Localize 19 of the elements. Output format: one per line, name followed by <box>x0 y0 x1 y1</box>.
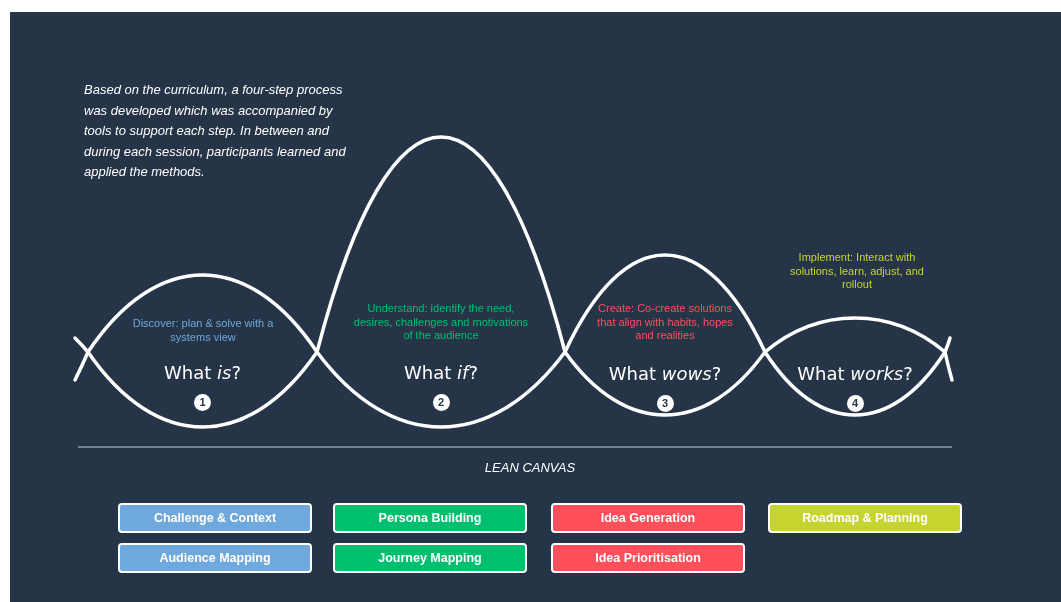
wave-lobe <box>88 275 317 427</box>
step-description: Understand: identify the need, desires, challenges and motivations of the audience <box>352 302 530 343</box>
tool-tag: Audience Mapping <box>118 543 312 573</box>
step-description: Discover: plan & solve with a systems view <box>131 317 275 344</box>
wave-lobe <box>565 255 765 415</box>
section-heading: LEAN CANVAS <box>483 460 577 475</box>
tool-tag: Challenge & Context <box>118 503 312 533</box>
tool-tag: Persona Building <box>333 503 527 533</box>
tool-tag: Idea Prioritisation <box>551 543 745 573</box>
step-description: Create: Co-create solutions that align with habits, hopes and realities <box>596 302 734 343</box>
step-question: What is? <box>163 362 242 384</box>
tool-tag: Journey Mapping <box>333 543 527 573</box>
tool-tag: Idea Generation <box>551 503 745 533</box>
step-question: What wows? <box>607 363 723 385</box>
step-description: Implement: Interact with solutions, learn, adjust, and rollout <box>789 251 925 292</box>
step-question: What if? <box>403 362 479 384</box>
tool-tag: Roadmap & Planning <box>768 503 962 533</box>
intro-paragraph: Based on the curriculum, a four-step process was developed which was accompanied by tools to support each step. In between and during each session, participants learned and applied the methods. <box>84 81 347 181</box>
step-question: What works? <box>796 363 914 385</box>
